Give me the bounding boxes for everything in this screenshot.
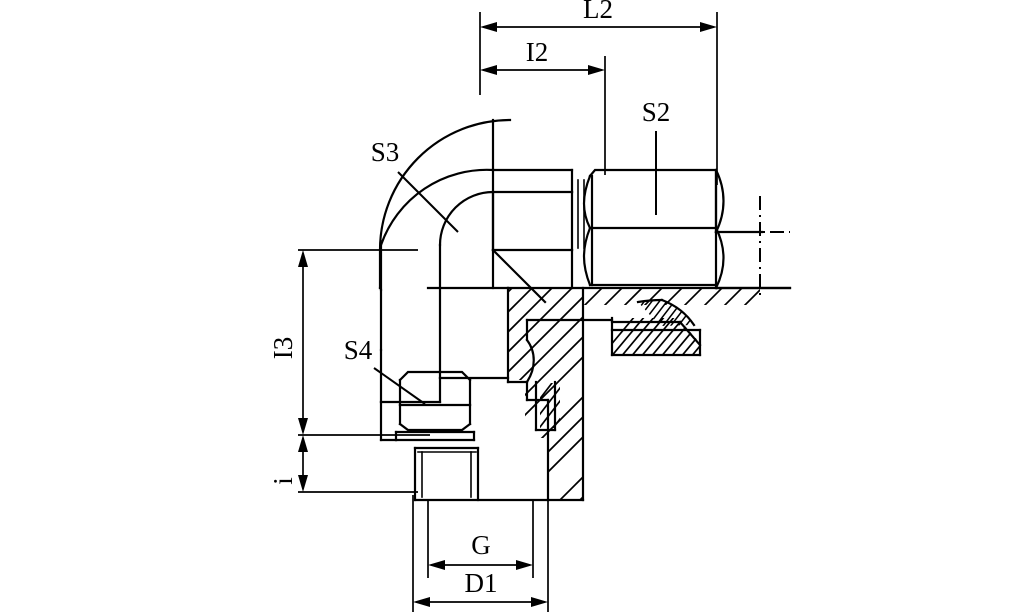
i2-arrow-right bbox=[588, 65, 605, 75]
body-concave-fillet bbox=[525, 338, 535, 384]
hatch-main-body bbox=[508, 288, 583, 500]
i3-arrow-top bbox=[298, 250, 308, 267]
d1-label: D1 bbox=[465, 568, 498, 598]
hexnut-right-chamfer-upper bbox=[714, 168, 725, 234]
g-arrow-right bbox=[516, 560, 533, 570]
hexnut-left-chamfer-lower bbox=[582, 226, 592, 287]
dimension-i2: I2 bbox=[480, 37, 606, 175]
hatch-seal-block bbox=[540, 383, 560, 428]
callout-s3: S3 bbox=[371, 137, 459, 233]
i3-label: I3 bbox=[268, 337, 298, 360]
i-arrow-top bbox=[298, 435, 308, 452]
dimension-i-small: i bbox=[268, 435, 418, 493]
i-small-label: i bbox=[268, 477, 298, 485]
d1-arrow-right bbox=[531, 597, 548, 607]
s3-label: S3 bbox=[371, 137, 400, 167]
elbow-outer-contour bbox=[378, 118, 512, 290]
hexnut-right-chamfer-lower bbox=[714, 226, 725, 290]
hexnut-top-contour bbox=[588, 168, 718, 234]
i2-label: I2 bbox=[526, 37, 549, 67]
i3-arrow-bottom bbox=[298, 418, 308, 435]
l2-label: L2 bbox=[583, 0, 613, 24]
dimension-d1: D1 bbox=[412, 440, 549, 612]
dimension-g: G bbox=[427, 500, 534, 578]
g-label: G bbox=[471, 530, 491, 560]
oring-seal-curve bbox=[660, 298, 696, 327]
callout-s2: S2 bbox=[642, 97, 671, 215]
d1-arrow-left bbox=[413, 597, 430, 607]
s4-hexnut-top bbox=[398, 370, 472, 382]
hexnut-left-chamfer-upper bbox=[582, 174, 592, 230]
s4-label: S4 bbox=[344, 335, 373, 365]
elbow-outer-radius-arc bbox=[379, 168, 495, 247]
elbow-inner-radius-arc bbox=[438, 190, 495, 247]
callout-s4: S4 bbox=[344, 335, 426, 405]
body-diagonal-chamfer bbox=[491, 248, 547, 304]
l2-arrow-right bbox=[700, 22, 717, 32]
fitting-geometry bbox=[378, 118, 792, 502]
g-arrow-left bbox=[428, 560, 445, 570]
i2-arrow-left bbox=[480, 65, 497, 75]
l2-arrow-left bbox=[480, 22, 497, 32]
s3-leader-line bbox=[397, 171, 459, 233]
dimension-l2: L2 bbox=[479, 0, 718, 185]
dimension-i3: I3 bbox=[268, 249, 430, 436]
hatch-port-wall bbox=[583, 288, 760, 305]
s4-hexnut-bottom bbox=[398, 422, 472, 432]
i-arrow-bottom bbox=[298, 475, 308, 492]
s2-label: S2 bbox=[642, 97, 671, 127]
